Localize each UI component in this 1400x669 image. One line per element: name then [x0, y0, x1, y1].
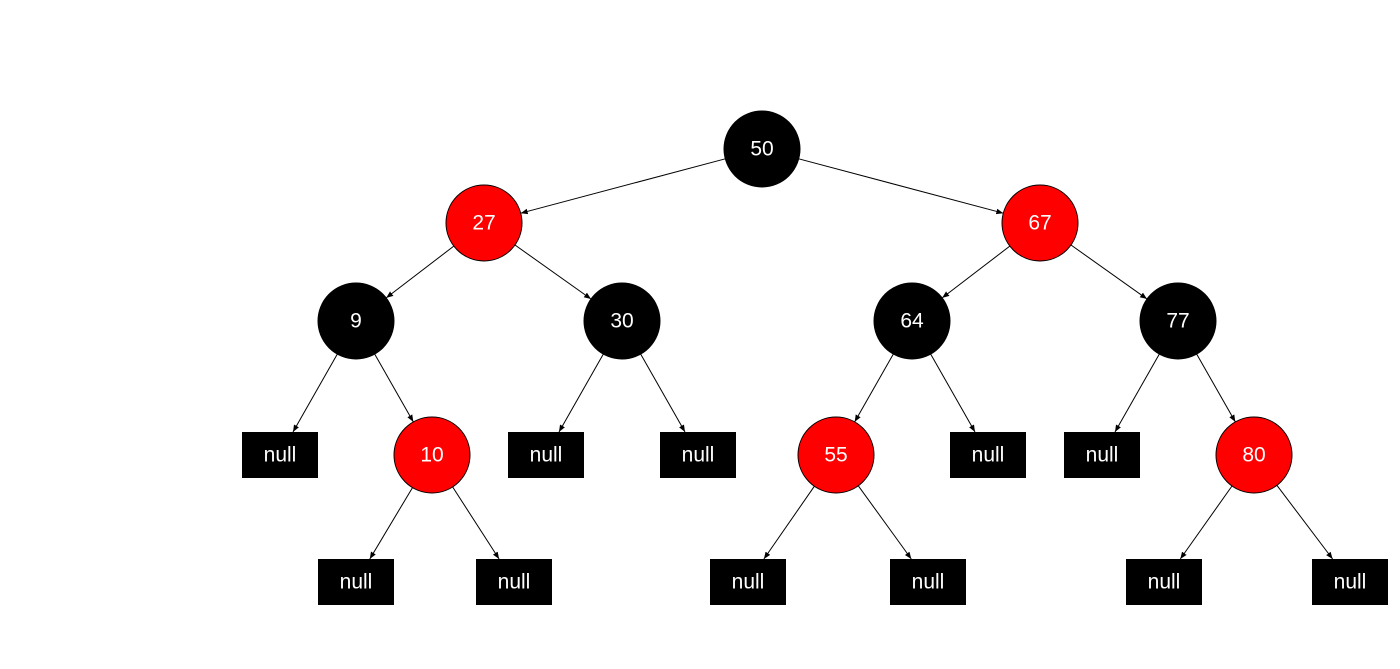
node-label: 77	[1166, 310, 1189, 333]
edge-n55-to-null-55-right	[857, 485, 912, 560]
red-node-circle	[1001, 184, 1079, 262]
node-label: null	[530, 444, 563, 467]
node-label: null	[1334, 571, 1367, 594]
edge-n67-to-n77	[1070, 244, 1148, 300]
black-node-circle	[873, 282, 951, 360]
node-label: 27	[472, 212, 495, 235]
node-label: 80	[1242, 444, 1265, 467]
node-label: 30	[610, 310, 633, 333]
edge-n9-to-null-9-left	[292, 353, 338, 433]
node-label: 50	[750, 138, 773, 161]
edge-n50-to-n67	[798, 158, 1004, 215]
node-label: 9	[350, 310, 362, 333]
node-label: null	[732, 571, 765, 594]
node-label: null	[340, 571, 373, 594]
null-leaf-64-right: null	[950, 432, 1026, 478]
null-leaf-box	[318, 559, 394, 605]
red-node-circle	[1215, 416, 1293, 494]
null-leaf-box	[1126, 559, 1202, 605]
edge-n27-to-n9	[385, 245, 455, 299]
edge-n30-to-null-30-right	[640, 353, 686, 433]
node-label: 64	[900, 310, 924, 333]
black-node-circle	[317, 282, 395, 360]
node-label: null	[912, 571, 945, 594]
tree-node-27: 27	[445, 184, 523, 262]
edge-n64-to-null-64-right	[930, 353, 976, 433]
node-label: null	[682, 444, 715, 467]
node-label: null	[1086, 444, 1119, 467]
red-node-circle	[797, 416, 875, 494]
null-leaf-80-left: null	[1126, 559, 1202, 605]
tree-node-30: 30	[583, 282, 661, 360]
edge-n30-to-null-30-left	[558, 353, 604, 433]
edge-n9-to-n10	[374, 353, 414, 423]
null-leaf-30-left: null	[508, 432, 584, 478]
edge-n67-to-n64	[941, 245, 1011, 299]
tree-node-77: 77	[1139, 282, 1217, 360]
null-leaf-box	[890, 559, 966, 605]
null-leaf-box	[508, 432, 584, 478]
null-leaf-box	[1064, 432, 1140, 478]
tree-node-55: 55	[797, 416, 875, 494]
tree-node-80: 80	[1215, 416, 1293, 494]
null-leaf-box	[950, 432, 1026, 478]
null-leaf-9-left: null	[242, 432, 318, 478]
node-label: null	[1148, 571, 1181, 594]
node-label: null	[972, 444, 1005, 467]
null-leaf-30-right: null	[660, 432, 736, 478]
null-leaf-55-left: null	[710, 559, 786, 605]
edge-n27-to-n30	[514, 244, 592, 300]
tree-node-9: 9	[317, 282, 395, 360]
edge-n77-to-null-77-left	[1114, 353, 1160, 433]
red-node-circle	[445, 184, 523, 262]
null-leaf-80-right: null	[1312, 559, 1388, 605]
null-leaf-box	[710, 559, 786, 605]
null-leaf-10-right: null	[476, 559, 552, 605]
black-node-circle	[723, 110, 801, 188]
tree-node-10: 10	[393, 416, 471, 494]
edge-n10-to-null-10-left	[369, 487, 413, 560]
null-leaf-box	[660, 432, 736, 478]
null-leaf-box	[1312, 559, 1388, 605]
tree-node-50: 50	[723, 110, 801, 188]
edge-n10-to-null-10-right	[452, 486, 500, 560]
edge-n80-to-null-80-left	[1179, 485, 1233, 560]
node-label: 67	[1028, 212, 1051, 235]
node-label: 55	[824, 444, 847, 467]
edge-n55-to-null-55-left	[763, 485, 815, 560]
nodes-layer: 50 27 67 9 30 64 77 null 10 null null 55 null null 80 n…	[242, 110, 1388, 605]
tree-node-67: 67	[1001, 184, 1079, 262]
edge-n64-to-n55	[854, 353, 894, 423]
black-node-circle	[1139, 282, 1217, 360]
node-label: null	[498, 571, 531, 594]
edge-n77-to-n80	[1196, 353, 1236, 423]
null-leaf-77-left: null	[1064, 432, 1140, 478]
edge-n80-to-null-80-right	[1276, 484, 1333, 560]
node-label: 10	[420, 444, 443, 467]
edges-layer	[292, 158, 1333, 560]
tree-node-64: 64	[873, 282, 951, 360]
null-leaf-box	[242, 432, 318, 478]
node-label: null	[264, 444, 297, 467]
null-leaf-55-right: null	[890, 559, 966, 605]
red-node-circle	[393, 416, 471, 494]
null-leaf-box	[476, 559, 552, 605]
edge-n50-to-n27	[520, 158, 726, 215]
black-node-circle	[583, 282, 661, 360]
null-leaf-10-left: null	[318, 559, 394, 605]
